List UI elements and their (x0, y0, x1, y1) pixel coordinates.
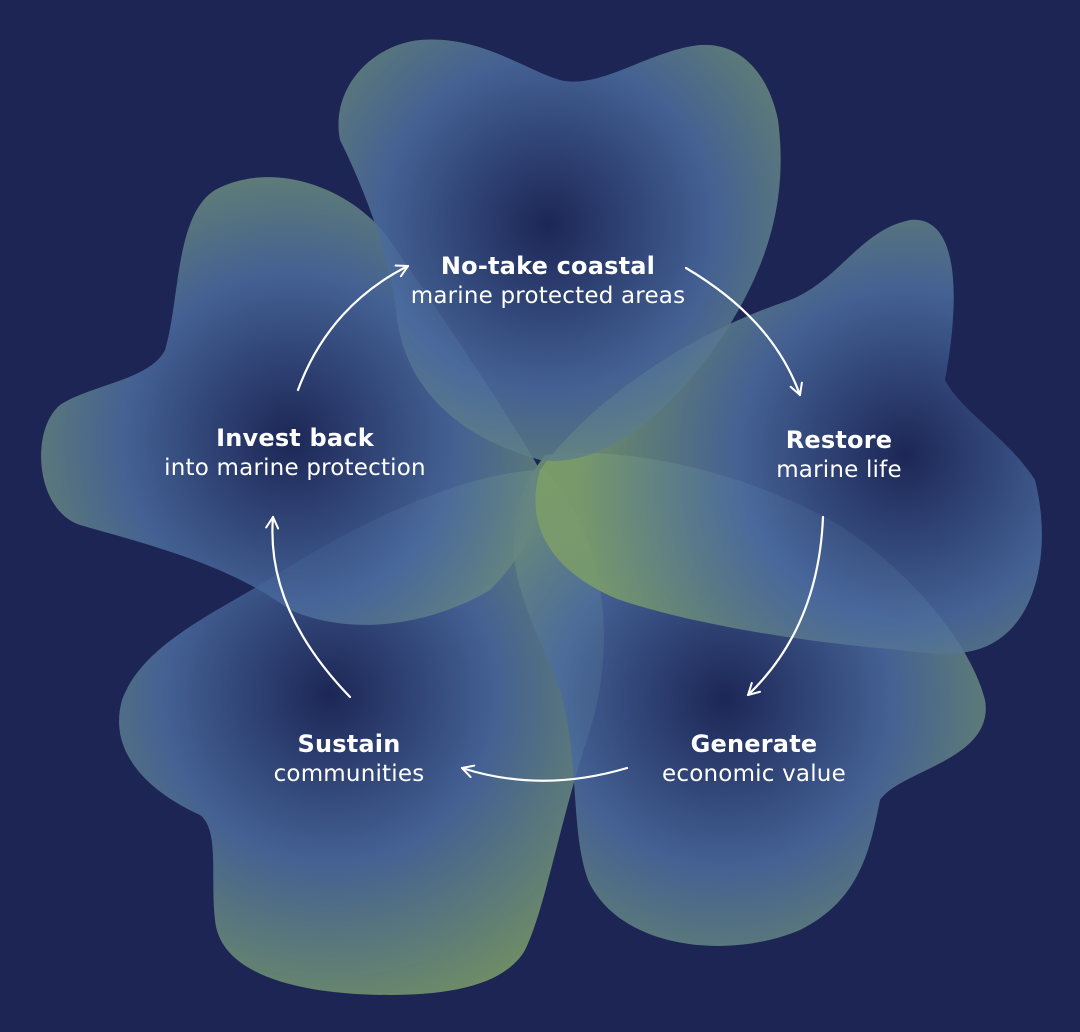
arrow-to-sustain (460, 764, 629, 782)
stage-protected-areas-title: No-take coastal (440, 252, 656, 280)
stage-invest: Invest back into marine protection (164, 423, 426, 484)
stage-protected-areas: No-take coastal marine protected areas (411, 251, 686, 312)
stage-restore: Restore marine life (776, 425, 902, 486)
arrow-to-restore (684, 266, 803, 397)
stage-generate-subtitle: economic value (662, 761, 846, 787)
stage-sustain: Sustain communities (274, 729, 425, 790)
arrow-to-protected-areas (296, 264, 410, 392)
petals (41, 39, 1042, 995)
arrow-to-generate (746, 515, 825, 697)
stage-generate: Generate economic value (662, 729, 846, 790)
stage-invest-subtitle: into marine protection (164, 455, 426, 481)
stage-sustain-title: Sustain (297, 730, 401, 758)
petal-top (338, 39, 781, 461)
stage-restore-title: Restore (785, 426, 893, 454)
cycle-arrows (265, 264, 825, 782)
arrow-to-invest (265, 515, 352, 699)
stage-invest-title: Invest back (216, 424, 374, 452)
stage-restore-subtitle: marine life (776, 457, 902, 483)
stage-generate-title: Generate (690, 730, 818, 758)
stage-sustain-subtitle: communities (273, 761, 425, 787)
petal-right (535, 219, 1042, 654)
petal-bottom-left (119, 470, 604, 995)
stage-protected-areas-subtitle: marine protected areas (410, 283, 686, 309)
